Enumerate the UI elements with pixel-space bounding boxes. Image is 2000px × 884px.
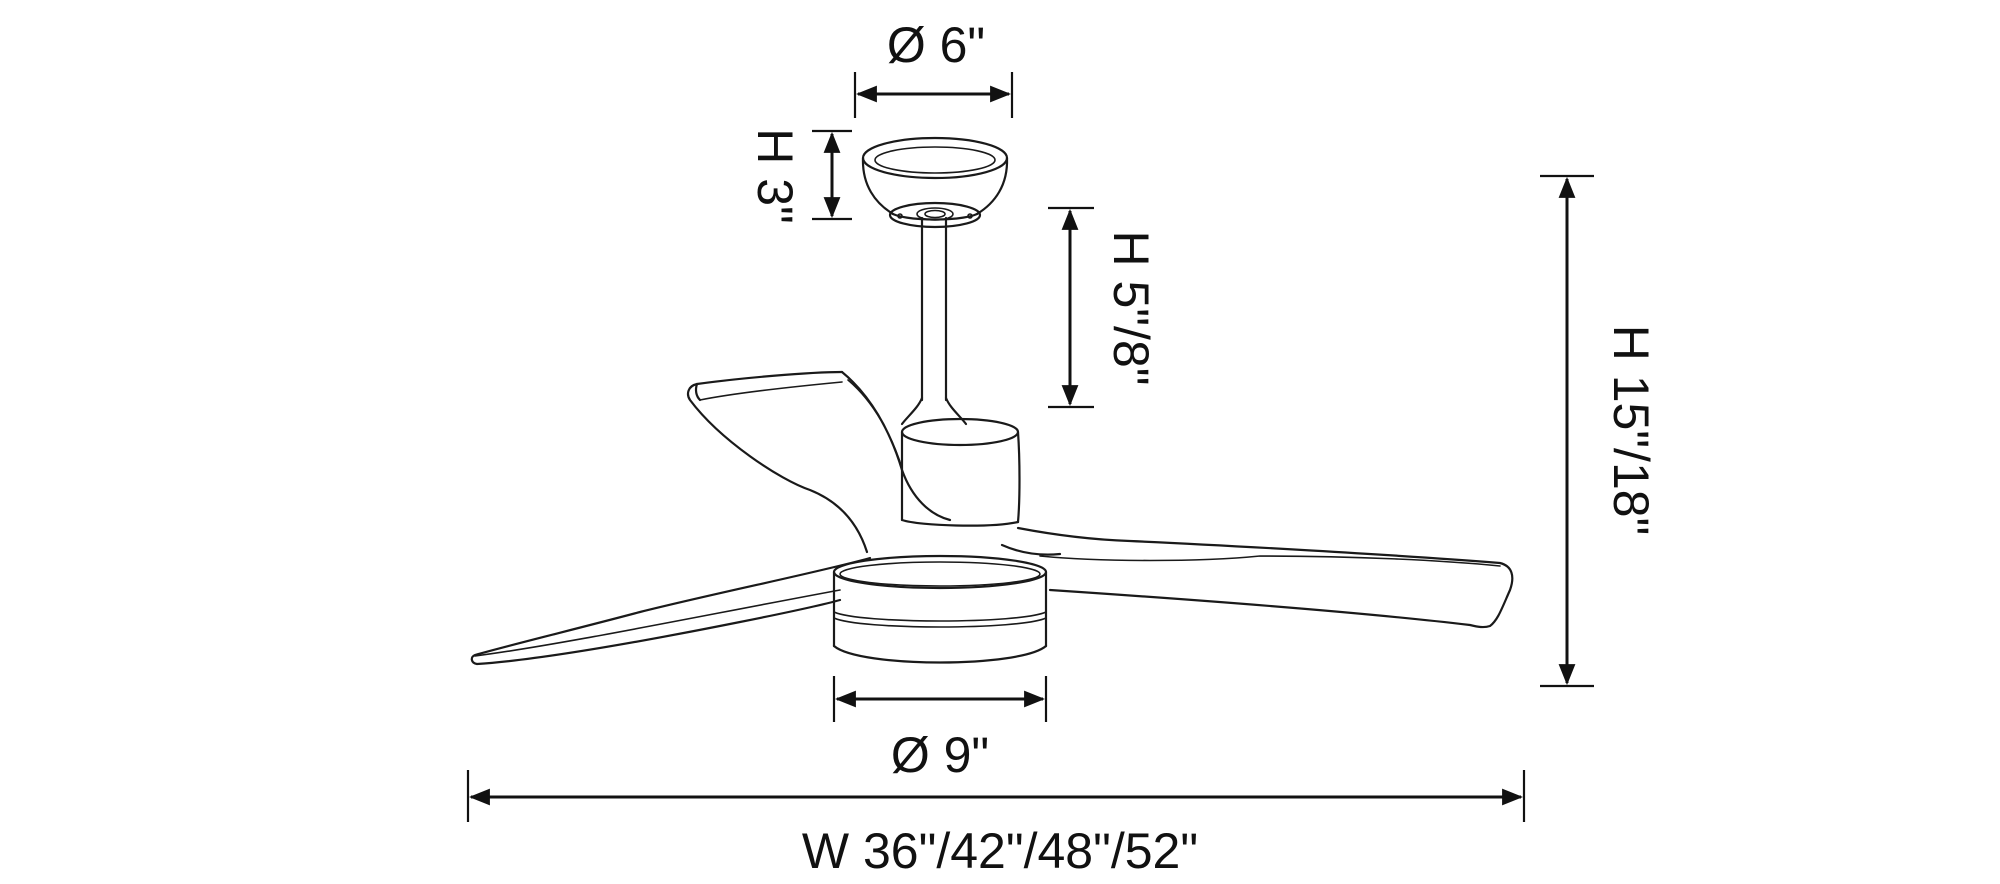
downrod-height-label: H 5"/8" bbox=[1103, 230, 1159, 385]
dimension-blade-span: W 36"/42"/48"/52" bbox=[466, 770, 1526, 879]
blade-upper-left bbox=[686, 370, 952, 554]
blade-left bbox=[470, 556, 872, 666]
dimension-total-height: H 15"/18" bbox=[1540, 174, 1659, 688]
blade-right bbox=[1000, 526, 1514, 629]
dimension-canopy-diameter: Ø 6" bbox=[853, 17, 1014, 118]
canopy bbox=[861, 136, 1009, 229]
total-height-label: H 15"/18" bbox=[1603, 325, 1659, 536]
canopy-diameter-label: Ø 6" bbox=[887, 17, 985, 73]
light-diameter-label: Ø 9" bbox=[891, 727, 989, 783]
canopy-height-label: H 3" bbox=[747, 128, 803, 224]
ceiling-fan-illustration bbox=[470, 136, 1514, 666]
light-kit bbox=[832, 554, 1048, 664]
dimension-canopy-height: H 3" bbox=[747, 128, 852, 224]
blade-span-label: W 36"/42"/48"/52" bbox=[802, 823, 1198, 879]
downrod bbox=[900, 216, 968, 426]
dimension-downrod-height: H 5"/8" bbox=[1048, 206, 1159, 409]
dimension-light-diameter: Ø 9" bbox=[832, 676, 1048, 783]
motor-housing bbox=[900, 417, 1021, 527]
